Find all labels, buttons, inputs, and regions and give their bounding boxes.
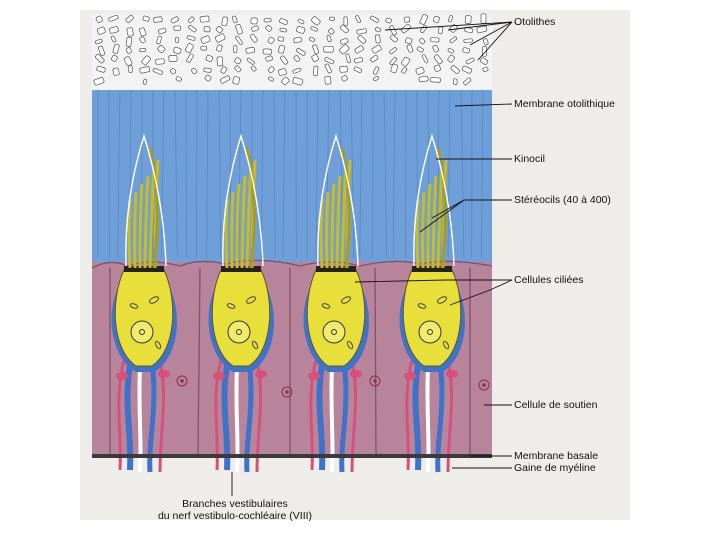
hair-cell: [208, 133, 274, 473]
label-branches-line2: du nerf vestibulo-cochléaire (VIII): [157, 510, 313, 522]
label-cellule-soutien: Cellule de soutien: [514, 399, 598, 411]
label-branches-line1: Branches vestibulaires: [182, 498, 288, 510]
hair-cell: [111, 133, 177, 473]
label-kinocil: Kinocil: [514, 153, 545, 165]
hair-cell: [399, 133, 465, 473]
label-membrane-otolithique: Membrane otolithique: [514, 98, 615, 110]
otolith-crystals: [93, 13, 489, 86]
leader-lines: [231, 21, 513, 496]
label-cellules-ciliees: Cellules ciliées: [514, 274, 584, 286]
hair-cells: [111, 133, 465, 473]
label-gaine-myeline: Gaine de myéline: [514, 462, 596, 474]
label-membrane-basale: Membrane basale: [514, 450, 599, 462]
label-branches-vestibulaires: Branches vestibulaires du nerf vestibulo…: [140, 498, 330, 522]
basal-membrane: [92, 454, 492, 458]
label-otolithes: Otolithes: [514, 16, 556, 28]
label-stereocils: Stéréocils (40 à 400): [514, 194, 611, 206]
support-cell-borders: [91, 259, 493, 455]
support-cell-nuclei: [176, 375, 490, 398]
